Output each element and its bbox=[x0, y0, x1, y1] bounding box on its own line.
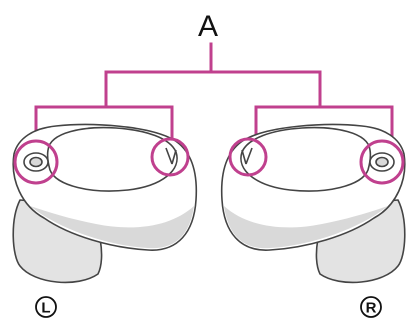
right-body-shade bbox=[224, 206, 388, 249]
right-side-label: R bbox=[366, 300, 377, 317]
right-side-badge-ring bbox=[360, 296, 382, 318]
callout-label-a: A bbox=[198, 10, 218, 43]
right-top-cap bbox=[240, 126, 372, 192]
left-side-badge: L bbox=[35, 296, 57, 318]
left-body-shade bbox=[30, 206, 194, 249]
left-side-label: L bbox=[41, 300, 50, 317]
callout-circle-left-mic bbox=[13, 139, 59, 185]
callout-circles bbox=[13, 137, 405, 185]
callout-circle-left-sensor bbox=[150, 137, 190, 177]
right-earbud bbox=[220, 123, 406, 284]
left-mic-port-inner bbox=[29, 156, 43, 168]
left-top-cap bbox=[46, 126, 178, 192]
left-sensor-mark bbox=[165, 147, 177, 165]
callout-circle-right-mic bbox=[359, 139, 405, 185]
right-side-badge: R bbox=[360, 296, 382, 318]
right-sensor-mark bbox=[241, 147, 253, 165]
left-side-badge-ring bbox=[35, 296, 57, 318]
left-earbud bbox=[12, 123, 198, 284]
right-mic-port-inner bbox=[375, 156, 389, 168]
callout-circle-right-sensor bbox=[228, 137, 268, 177]
